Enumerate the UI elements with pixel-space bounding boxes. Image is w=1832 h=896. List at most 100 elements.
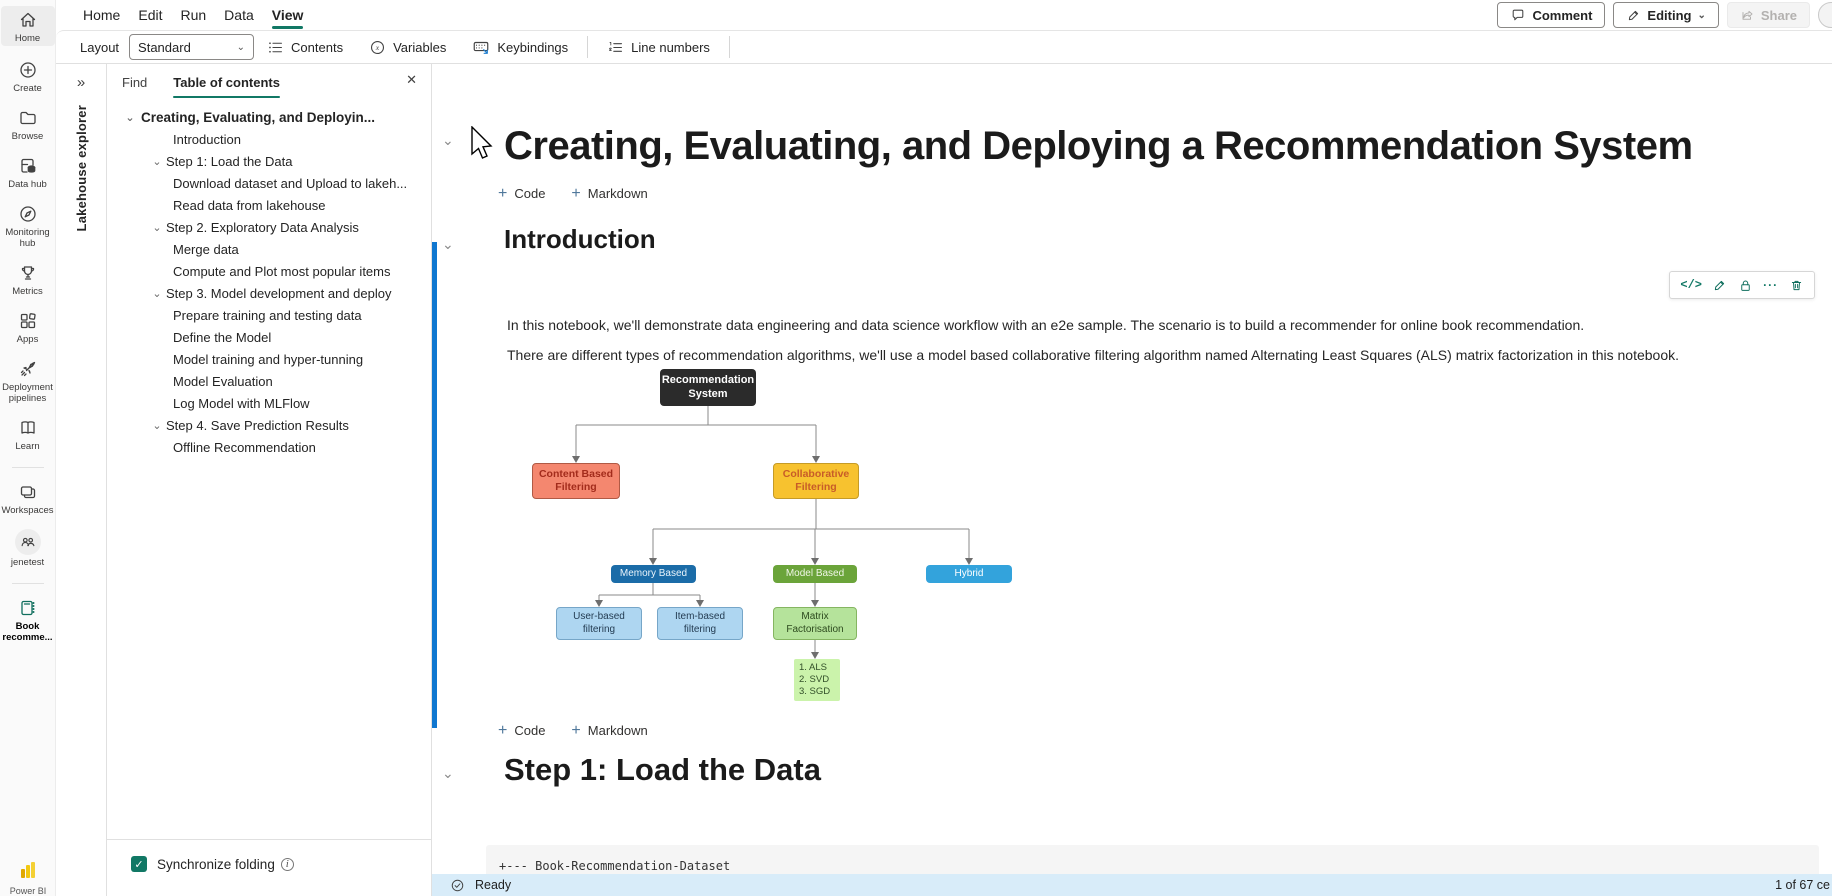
notebook-icon (17, 597, 39, 619)
metrics-trophy-icon (17, 262, 39, 284)
collapse-section-chevron-icon[interactable]: ⌄ (442, 765, 454, 781)
intro-paragraph-1: In this notebook, we'll demonstrate data… (507, 317, 1585, 333)
sidebar-item-apps[interactable]: Apps (1, 310, 55, 345)
sidebar-item-label: Book recomme... (2, 621, 53, 643)
keybindings-button[interactable]: Keybindings (459, 31, 581, 63)
tab-table-of-contents[interactable]: Table of contents (173, 75, 280, 98)
sidebar-item-home[interactable]: Home (0, 6, 55, 46)
toc-item[interactable]: Offline Recommendation (173, 439, 316, 455)
sidebar-item-workspaces[interactable]: Workspaces (1, 481, 55, 516)
layout-dropdown[interactable]: Standard ⌄ (129, 34, 255, 60)
share-button[interactable]: Share (1726, 2, 1810, 28)
sidebar-item-label: Learn (15, 441, 40, 452)
variables-button[interactable]: x Variables (356, 31, 459, 63)
rail-divider (11, 583, 44, 584)
sidebar-item-monitoring-hub[interactable]: Monitoring hub (1, 203, 55, 249)
menu-run[interactable]: Run (180, 7, 207, 23)
toc-item[interactable]: Model training and hyper-tunning (173, 351, 364, 367)
sidebar-item-learn[interactable]: Learn (1, 417, 55, 452)
toc-item[interactable]: ⌄Step 2. Exploratory Data Analysis (107, 216, 431, 238)
toc-item[interactable]: Introduction (173, 131, 241, 147)
toc-item[interactable]: Model Evaluation (173, 373, 273, 389)
data-hub-icon (17, 155, 39, 177)
synchronize-folding-checkbox[interactable]: ✓ (131, 856, 147, 872)
line-numbers-button[interactable]: Line numbers (594, 31, 723, 63)
menu-edit[interactable]: Edit (138, 7, 163, 23)
chevron-down-icon[interactable]: ⌄ (152, 155, 162, 168)
topbar-actions: Comment Editing ⌄ Share (1497, 2, 1832, 28)
sidebar-item-browse[interactable]: Browse (1, 107, 55, 142)
status-bar: Ready 1 of 67 ce (432, 874, 1832, 896)
toc-item[interactable]: Prepare training and testing data (173, 307, 362, 323)
delete-cell-icon[interactable] (1789, 278, 1804, 293)
rail-divider (11, 467, 44, 468)
toc-item[interactable]: ⌄Step 1: Load the Data (107, 150, 431, 172)
notebook-canvas: ⌄ Creating, Evaluating, and Deploying a … (432, 64, 1832, 874)
toc-item[interactable]: Merge data (173, 241, 239, 257)
sidebar-item-book-recommendation[interactable]: Book recomme... (1, 597, 55, 643)
diagram-node-collaborative: Collaborative Filtering (773, 463, 859, 499)
diagram-connectors (572, 406, 973, 659)
more-options-icon[interactable]: ··· (1763, 278, 1779, 292)
lock-cell-icon[interactable] (1738, 278, 1753, 293)
toc-item[interactable]: ⌄Step 3. Model development and deploy (107, 282, 431, 304)
sidebar-item-deployment-pipelines[interactable]: Deployment pipelines (1, 358, 55, 404)
diagram-node-item-based: Item-based filtering (657, 607, 743, 640)
edit-cell-icon[interactable] (1712, 278, 1727, 293)
lakehouse-explorer-title: Lakehouse explorer (73, 105, 89, 232)
sidebar-item-create[interactable]: Create (1, 59, 55, 94)
sidebar-item-data-hub[interactable]: Data hub (1, 155, 55, 190)
recommendation-system-diagram: Recommendation System Content Based Filt… (532, 369, 1092, 704)
menu-home[interactable]: Home (83, 7, 121, 23)
toc-item[interactable]: ⌄Creating, Evaluating, and Deployin... (107, 106, 431, 128)
collapse-section-chevron-icon[interactable]: ⌄ (442, 236, 454, 252)
toolbar-divider (728, 36, 730, 58)
svg-text:x: x (375, 43, 380, 52)
add-code-button[interactable]: +Code (498, 722, 546, 739)
account-avatar[interactable] (1818, 2, 1832, 28)
toc-item[interactable]: Download dataset and Upload to lakeh... (173, 175, 408, 191)
toc-item[interactable]: Define the Model (173, 329, 272, 345)
ready-check-icon (450, 878, 465, 893)
sidebar-item-jenetest[interactable]: jenetest (1, 529, 55, 568)
plus-icon: + (571, 722, 581, 739)
sidebar-item-label: Home (14, 33, 41, 44)
menu-data[interactable]: Data (224, 7, 254, 23)
toc-item[interactable]: Log Model with MLFlow (173, 395, 310, 411)
chevron-down-icon[interactable]: ⌄ (125, 111, 135, 124)
workspaces-icon (17, 481, 39, 503)
close-icon[interactable]: ✕ (406, 72, 417, 87)
browse-folder-icon (17, 107, 39, 129)
panel-scrollbar[interactable] (432, 242, 437, 728)
expand-panel-icon[interactable]: » (76, 74, 86, 91)
chevron-down-icon[interactable]: ⌄ (152, 419, 162, 432)
chevron-down-icon[interactable]: ⌄ (152, 287, 162, 300)
deployment-pipelines-rocket-icon (17, 358, 39, 380)
convert-to-code-icon[interactable]: </> (1680, 278, 1702, 292)
sidebar-item-metrics[interactable]: Metrics (1, 262, 55, 297)
sidebar-item-label: jenetest (10, 557, 45, 568)
add-markdown-button[interactable]: +Markdown (571, 722, 648, 739)
add-code-button[interactable]: +Code (498, 185, 546, 202)
home-icon (17, 9, 39, 31)
collapse-title-chevron-icon[interactable]: ⌄ (442, 132, 454, 148)
comment-button[interactable]: Comment (1497, 2, 1606, 28)
line-numbers-icon (609, 41, 623, 52)
lakehouse-explorer-strip: » Lakehouse explorer (56, 64, 107, 896)
toc-item[interactable]: Read data from lakehouse (173, 197, 326, 213)
code-cell[interactable]: +--- Book-Recommendation-Dataset (486, 845, 1819, 874)
toc-item[interactable]: ⌄Step 4. Save Prediction Results (107, 414, 431, 436)
pencil-icon (1629, 10, 1639, 20)
contents-button[interactable]: Contents (254, 31, 356, 63)
powerbi-logo-icon (18, 860, 38, 885)
toc-item[interactable]: Compute and Plot most popular items (173, 263, 391, 279)
add-cell-row: +Code +Markdown (498, 185, 648, 202)
code-output: +--- Book-Recommendation-Dataset (499, 859, 731, 873)
add-markdown-button[interactable]: +Markdown (571, 185, 648, 202)
tab-find[interactable]: Find (122, 74, 148, 90)
chevron-down-icon[interactable]: ⌄ (152, 221, 162, 234)
intro-heading: Introduction (504, 224, 656, 254)
diagram-node-content-based: Content Based Filtering (532, 463, 620, 499)
editing-mode-button[interactable]: Editing ⌄ (1613, 2, 1719, 28)
menu-view[interactable]: View (263, 0, 313, 30)
